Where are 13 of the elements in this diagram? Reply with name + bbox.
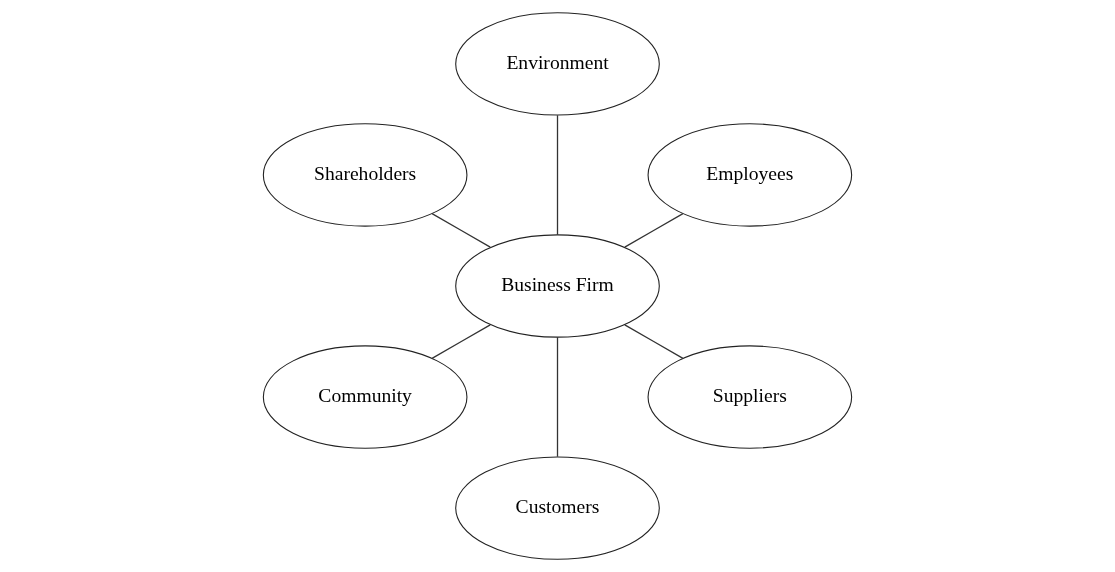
connector — [556, 114, 559, 236]
connector — [431, 212, 491, 248]
connector — [431, 324, 491, 360]
node-ellipse: Customers — [455, 456, 660, 560]
node-ellipse: Shareholders — [262, 123, 468, 227]
node-ellipse: Environment — [455, 12, 660, 116]
node-ellipse: Business Firm — [455, 234, 660, 338]
node-ellipse: Suppliers — [647, 345, 853, 449]
connector — [556, 336, 559, 458]
connector — [624, 324, 684, 360]
node-ellipse: Community — [262, 345, 468, 449]
connector — [624, 212, 684, 248]
node-ellipse: Employees — [647, 123, 853, 227]
